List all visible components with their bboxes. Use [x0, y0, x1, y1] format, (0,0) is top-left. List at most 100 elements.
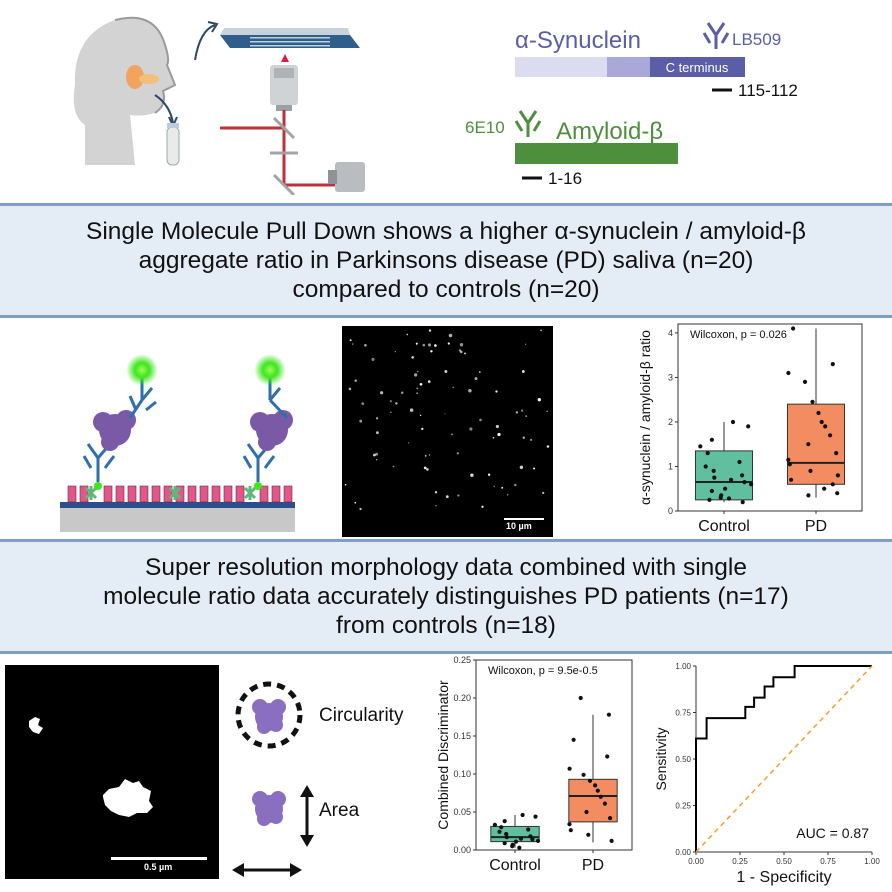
ratio-y-tick-label: 0	[668, 506, 673, 516]
micrograph-spot	[478, 371, 481, 373]
micrograph-spot	[469, 427, 473, 431]
micrograph-spot	[520, 409, 524, 412]
micrograph-spot	[380, 391, 384, 395]
micrograph-spot	[542, 491, 545, 495]
discriminator-point	[587, 778, 593, 783]
roc-y-tick-label: 0.75	[675, 709, 691, 718]
alpha-synuclein-label: α-Synuclein	[515, 27, 641, 54]
ratio-y-axis-label: α-synuclein / amyloid-β ratio	[637, 330, 653, 505]
ratio-point	[746, 424, 751, 429]
aggregate-icon-area	[252, 791, 286, 826]
ratio-point	[828, 433, 833, 438]
surface-peg-layer	[67, 485, 293, 503]
morphology-legend: Circularity Area	[232, 681, 404, 877]
alpha-syn-epitope: 115-112	[738, 81, 798, 100]
discriminator-y-axis-label: Combined Discriminator	[435, 680, 451, 830]
discriminator-point	[567, 766, 572, 771]
ratio-point	[823, 424, 828, 429]
ratio-point	[712, 475, 717, 480]
roc-curve-line	[695, 665, 872, 852]
micrograph-spot	[530, 438, 533, 441]
area-horizontal-arrow	[232, 863, 302, 877]
roc-y-tick-label: 0.25	[675, 802, 691, 811]
micrograph-spot	[371, 357, 375, 361]
micrograph-spot	[497, 432, 501, 437]
micrograph-spot	[447, 342, 450, 345]
micrograph-spot	[364, 343, 367, 347]
ratio-point	[707, 497, 712, 502]
well-plate-dots	[250, 37, 330, 47]
ratio-point	[709, 437, 714, 442]
glass-slide	[60, 508, 295, 532]
ratio-point	[806, 493, 811, 498]
micrograph-spot	[481, 505, 484, 508]
micrograph-spot	[537, 398, 541, 402]
banner1-line-3: compared to controls (n=20)	[292, 276, 600, 303]
discriminator-point	[608, 816, 613, 821]
micrograph-spot	[428, 329, 432, 332]
aggregate-blobs	[29, 717, 153, 817]
capture-antibody-right	[242, 443, 276, 490]
micrograph-spot	[464, 352, 466, 355]
micrograph-spot	[419, 382, 423, 386]
ratio-point	[698, 444, 703, 449]
ratio-point	[835, 473, 840, 478]
discriminator-point	[530, 837, 535, 842]
micrograph-spot	[434, 491, 438, 494]
discriminator-point	[593, 783, 598, 788]
discriminator-y-tick-label: 0.05	[453, 807, 471, 817]
fluorophore-glow	[126, 354, 158, 386]
ratio-point	[819, 419, 824, 425]
micrograph-spot	[460, 350, 463, 354]
micrograph-spot	[375, 417, 379, 420]
micrograph-spot	[445, 495, 449, 499]
micrograph-spot	[468, 388, 472, 393]
discriminator-point	[605, 754, 610, 759]
micrograph-spot	[459, 343, 464, 347]
roc-auc-label: AUC = 0.87	[796, 825, 869, 841]
circularity-ring	[235, 681, 303, 749]
micrograph-spot	[407, 442, 410, 444]
micrograph-spot	[421, 427, 424, 431]
banner2-line-2: molecule ratio data accurately distingui…	[103, 583, 789, 610]
circularity-label: Circularity	[319, 705, 404, 726]
discriminator-point	[517, 845, 522, 850]
micrograph-spot	[359, 419, 363, 423]
micrograph-spot	[409, 408, 414, 412]
micrograph-spot	[506, 494, 509, 496]
discriminator-point	[513, 839, 519, 844]
sr-scale-bar	[111, 857, 207, 860]
micrograph-spot	[474, 377, 478, 381]
micrograph-spot	[428, 454, 431, 456]
ratio-point	[703, 464, 708, 469]
micrograph-spot	[430, 350, 433, 353]
micrograph-spot	[361, 402, 365, 405]
discriminator-box-pd	[568, 778, 618, 823]
amyloid-bar	[515, 143, 678, 164]
aggregate-icon-circularity	[252, 699, 286, 734]
ratio-point	[709, 488, 714, 494]
sample-tube	[166, 126, 180, 166]
discriminator-point	[598, 794, 603, 799]
ratio-point	[737, 459, 742, 465]
ratio-point	[834, 451, 839, 456]
micrograph-spot	[533, 467, 536, 470]
discriminator-point	[595, 788, 600, 793]
micrograph-spot	[427, 380, 431, 383]
micrograph-spot	[515, 411, 519, 414]
micrograph-spot	[411, 356, 414, 359]
ratio-point	[806, 442, 811, 447]
sr-scale-label: 0.5 µm	[144, 862, 173, 872]
micrograph-spot	[375, 431, 379, 435]
micrograph-spot	[444, 370, 448, 373]
discriminator-point	[535, 838, 541, 843]
discriminator-y-tick-label: 0.10	[453, 769, 471, 779]
discriminator-stat-label: Wilcoxon, p = 9.5e-0.5	[488, 665, 598, 677]
microscope-illustration	[194, 21, 365, 195]
micrograph-spot	[434, 344, 437, 347]
micrograph-spot	[492, 437, 495, 439]
ratio-stat-label: Wilcoxon, p = 0.026	[690, 329, 787, 341]
micrograph-spot	[540, 329, 543, 332]
6e10-antibody-icon	[514, 110, 542, 137]
6e10-label: 6E10	[465, 118, 505, 137]
